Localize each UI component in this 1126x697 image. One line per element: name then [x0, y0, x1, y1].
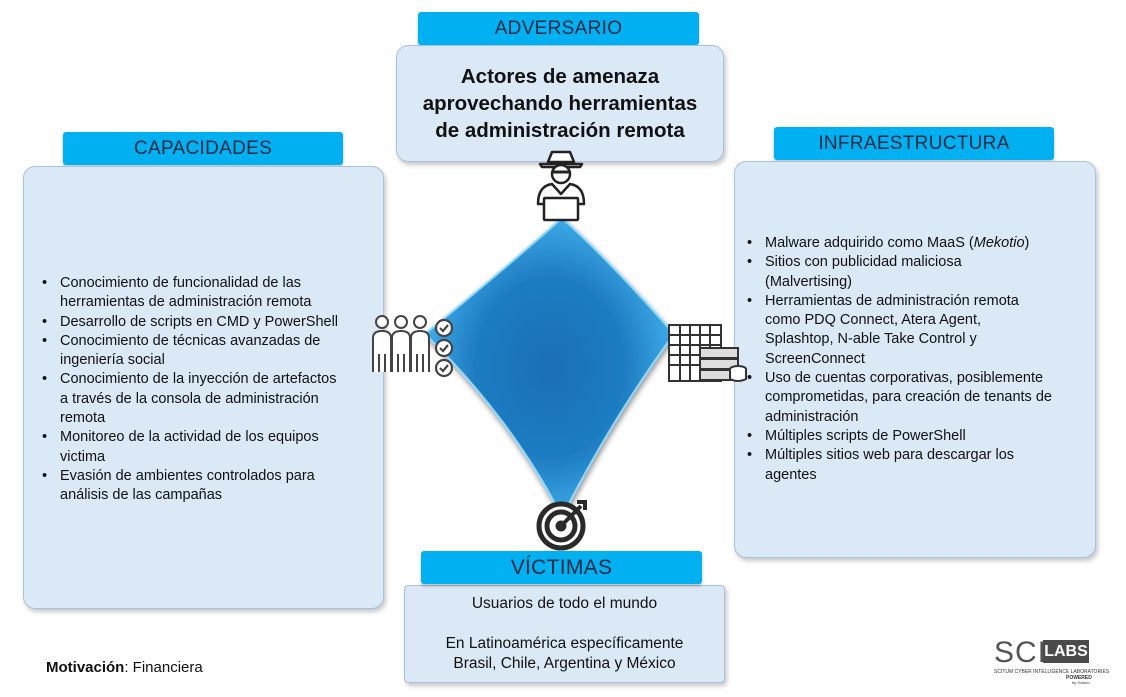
- list-item: Uso de cuentas corporativas, posiblement…: [747, 369, 1119, 427]
- capacidades-box: Conocimiento de funcionalidad de lasherr…: [23, 166, 384, 609]
- adversario-line: aprovechando herramientas: [422, 92, 698, 115]
- victimas-line: Brasil, Chile, Argentina y México: [453, 655, 676, 672]
- victimas-header: VÍCTIMAS: [421, 551, 702, 584]
- list-item: Monitoreo de la actividad de los equipos…: [42, 428, 406, 467]
- adversario-box: Actores de amenaza aprovechando herramie…: [396, 45, 724, 162]
- motivacion-label: Motivación: Financiera: [46, 659, 203, 676]
- list-item: Conocimiento de la inyección de artefact…: [42, 370, 406, 428]
- victimas-box: Usuarios de todo el mundo En Latinoaméri…: [404, 585, 725, 683]
- logo-sci: SCI: [994, 636, 1048, 669]
- victimas-description: Usuarios de todo el mundo En Latinoaméri…: [405, 586, 724, 674]
- scilabs-logo: SCI LABS SCITUM CYBER INTELLIGENCE LABOR…: [990, 636, 1109, 685]
- infraestructura-list: Malware adquirido como MaaS (Mekotio) Si…: [735, 234, 1119, 485]
- capacidades-list: Conocimiento de funcionalidad de lasherr…: [30, 274, 406, 506]
- target-icon: [536, 500, 587, 551]
- diamond-body: [423, 216, 676, 520]
- infraestructura-box: Malware adquirido como MaaS (Mekotio) Si…: [734, 161, 1096, 558]
- list-item: Evasión de ambientes controlados paraaná…: [42, 467, 406, 506]
- capacidades-header: CAPACIDADES: [63, 132, 343, 165]
- motivacion-title: Motivación: [46, 659, 125, 676]
- logo-tagline: SCITUM CYBER INTELLIGENCE LABORATORIES: [994, 669, 1110, 675]
- list-item: Múltiples scripts de PowerShell: [747, 427, 1119, 447]
- server-infrastructure-icon: [668, 324, 747, 382]
- list-item: Sitios con publicidad maliciosa(Malverti…: [747, 253, 1119, 292]
- logo-powered: POWERED: [1066, 675, 1092, 681]
- hacker-icon: [536, 150, 586, 222]
- list-item: Conocimiento de funcionalidad de lasherr…: [42, 274, 406, 313]
- victimas-line: Usuarios de todo el mundo: [471, 595, 658, 612]
- infraestructura-header: INFRAESTRUCTURA: [774, 127, 1054, 160]
- adversario-line: Actores de amenaza: [460, 65, 660, 88]
- adversario-line: de administración remota: [435, 119, 685, 142]
- logo-labs: LABS: [1043, 640, 1089, 663]
- list-item: Múltiples sitios web para descargar losa…: [747, 446, 1119, 485]
- motivacion-value: : Financiera: [124, 659, 203, 676]
- list-item: Herramientas de administración remotacom…: [747, 292, 1119, 369]
- victimas-line: En Latinoamérica específicamente: [445, 635, 684, 652]
- list-item: Malware adquirido como MaaS (Mekotio): [747, 234, 1119, 254]
- adversario-description: Actores de amenaza aprovechando herramie…: [423, 63, 698, 144]
- list-item: Desarrollo de scripts en CMD y PowerShel…: [42, 313, 406, 333]
- logo-by: by Scitum: [1072, 680, 1090, 685]
- team-checklist-icon: [372, 315, 454, 378]
- adversario-header: ADVERSARIO: [418, 12, 699, 45]
- list-item: Conocimiento de técnicas avanzadas deing…: [42, 332, 406, 371]
